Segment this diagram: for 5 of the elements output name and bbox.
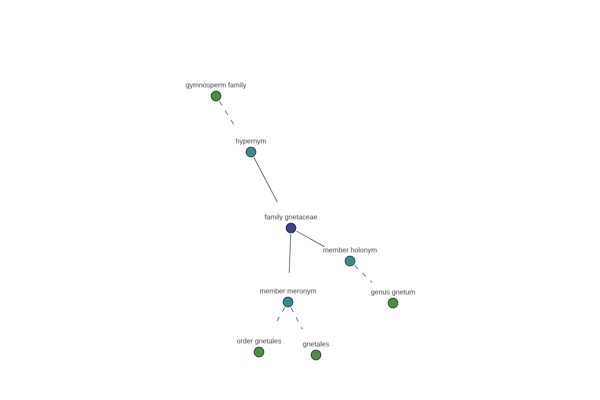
connector-line [290, 307, 303, 330]
connector-line [296, 230, 325, 247]
connector-line [354, 265, 372, 283]
connector-line [288, 234, 291, 274]
connector-line [254, 157, 278, 202]
